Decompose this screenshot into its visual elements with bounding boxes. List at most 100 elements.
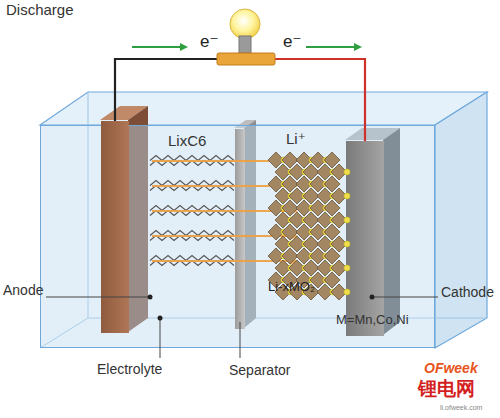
- cathode-plate: Cathode: [346, 141, 384, 336]
- crystal-octahedron: [331, 260, 347, 276]
- lithium-ion-dot: [302, 265, 308, 271]
- ion-arrow: [152, 235, 296, 237]
- leader-dot: [148, 295, 153, 300]
- electron-arrow: [306, 46, 360, 48]
- lithium-ion-dot: [288, 217, 294, 223]
- crystal-octahedron: [296, 200, 312, 216]
- lithium-ion-dot: [330, 241, 336, 247]
- leader-dot: [370, 295, 375, 300]
- lithium-ion-dot: [330, 289, 336, 295]
- leader-line: [46, 297, 150, 298]
- lithium-ion-dot: [281, 157, 287, 163]
- crystal-octahedron: [324, 248, 340, 264]
- crystal-octahedron: [303, 164, 319, 180]
- graphite-sheet: [150, 206, 234, 211]
- watermark: OFweek: [424, 360, 478, 376]
- ion-arrows: [152, 161, 296, 261]
- mode-title: Discharge: [6, 1, 74, 18]
- lithium-ion-dot: [302, 241, 308, 247]
- lithium-ion-dot: [309, 157, 315, 163]
- crystal-octahedron: [268, 176, 284, 192]
- crystal-octahedron: [317, 164, 333, 180]
- metal-note: M=Mn,Co,Ni: [336, 313, 409, 328]
- lithium-ion-dot: [344, 289, 350, 295]
- crystal-octahedron: [331, 212, 347, 228]
- separator-plate: Separator: [235, 129, 245, 329]
- crystal-octahedron: [296, 224, 312, 240]
- leader-dot: [158, 316, 163, 321]
- crystal-octahedron: [310, 248, 326, 264]
- part-label: Anode: [3, 282, 43, 298]
- watermark: li.ofweek.com: [440, 404, 482, 412]
- lithium-ion-dot: [323, 157, 329, 163]
- external-circuit-wire: [115, 59, 365, 141]
- lithium-ion-dot: [323, 181, 329, 187]
- crystal-octahedron: [289, 212, 305, 228]
- lithium-ion-dot: [309, 253, 315, 259]
- lithium-ion-dot: [330, 265, 336, 271]
- crystal-octahedron: [324, 152, 340, 168]
- crystal-octahedron: [275, 260, 291, 276]
- graphite-sheet: [150, 261, 234, 266]
- lithium-ion-dot: [323, 205, 329, 211]
- ion-label: Li⁺: [286, 130, 306, 147]
- crystal-octahedron: [317, 236, 333, 252]
- lithium-ion-dot: [323, 253, 329, 259]
- crystal-octahedron: [289, 236, 305, 252]
- ion-arrow: [152, 260, 296, 262]
- lithium-ion-dot: [302, 217, 308, 223]
- ion-arrow: [152, 210, 296, 212]
- anode-plate: Anode: [101, 121, 129, 333]
- bulb-base: [217, 53, 275, 65]
- crystal-octahedron: [317, 260, 333, 276]
- wire-segment: [115, 59, 245, 121]
- leader-line: [160, 318, 161, 358]
- crystal-octahedron: [310, 152, 326, 168]
- lithium-ion-dot: [330, 193, 336, 199]
- watermark: 锂电网: [418, 378, 475, 400]
- lithium-ion-dot: [281, 205, 287, 211]
- lithium-ion-dot: [323, 277, 329, 283]
- lithium-ion-dot: [309, 229, 315, 235]
- graphite-sheet: [150, 236, 234, 241]
- lithium-ion-dot: [330, 217, 336, 223]
- graphite-sheet: [150, 181, 234, 186]
- crystal-octahedron: [268, 248, 284, 264]
- crystal-octahedron: [303, 188, 319, 204]
- lithium-ion-dot: [281, 181, 287, 187]
- crystal-octahedron: [317, 188, 333, 204]
- ion-arrow: [152, 185, 296, 187]
- crystal-octahedron: [282, 200, 298, 216]
- crystal-octahedron: [275, 236, 291, 252]
- graphite-sheet: [150, 156, 234, 161]
- lithium-ion-dot: [344, 169, 350, 175]
- lithium-ion-dot: [330, 169, 336, 175]
- crystal-octahedron: [289, 260, 305, 276]
- lithium-ion-dot: [344, 193, 350, 199]
- lithium-ion-dot: [309, 205, 315, 211]
- lithium-ion-dot: [309, 181, 315, 187]
- crystal-octahedron: [331, 284, 347, 300]
- crystal-octahedron: [268, 200, 284, 216]
- graphite-sheet: [150, 211, 234, 216]
- cathode-formula: Li-xMO₂: [268, 280, 315, 295]
- crystal-octahedron: [303, 260, 319, 276]
- crystal-octahedron: [310, 176, 326, 192]
- tank-side: [435, 92, 487, 348]
- lithium-ion-dot: [288, 193, 294, 199]
- crystal-octahedron: [275, 212, 291, 228]
- crystal-octahedron: [331, 236, 347, 252]
- crystal-octahedron: [310, 200, 326, 216]
- lithium-ion-dot: [281, 253, 287, 259]
- crystal-octahedron: [296, 248, 312, 264]
- lithium-ion-dot: [323, 229, 329, 235]
- crystal-octahedron: [289, 188, 305, 204]
- leader-line: [240, 322, 241, 358]
- lithium-ion-dot: [288, 169, 294, 175]
- crystal-octahedron: [324, 224, 340, 240]
- crystal-octahedron: [303, 236, 319, 252]
